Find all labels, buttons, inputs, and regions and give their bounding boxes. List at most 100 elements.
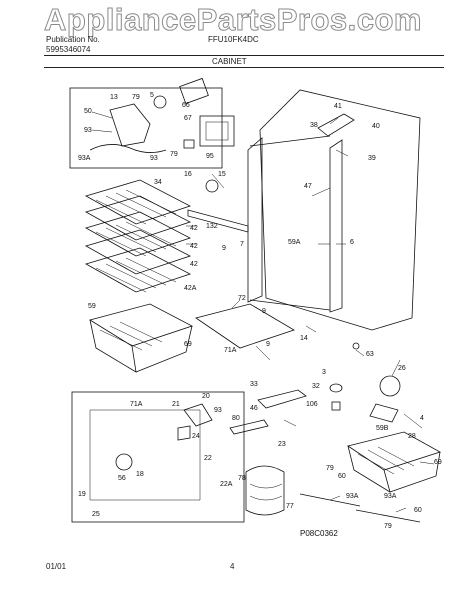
callout: 24 [192, 433, 200, 440]
callout: 79 [132, 94, 140, 101]
callout: 22A [220, 481, 233, 488]
callout: 47 [304, 183, 312, 190]
callout: 71A [130, 401, 143, 408]
header-rule-bottom [44, 67, 444, 68]
lamp-cover-part [379, 375, 401, 397]
basket-left-body [89, 319, 193, 373]
callout: 9 [262, 308, 266, 315]
callout: 77 [286, 503, 294, 510]
callout: 42 [190, 261, 198, 268]
header-rule-top [44, 55, 444, 56]
callout: 14 [300, 335, 308, 342]
callout: 46 [250, 405, 258, 412]
callout: 95 [206, 153, 214, 160]
callout: 42A [184, 285, 197, 292]
compressor-inset-box [71, 391, 245, 523]
callout: 93A [78, 155, 91, 162]
callout-labels: 13 50 79 5 66 67 93 95 79 93A 93 41 38 4… [78, 92, 442, 530]
callout: 34 [154, 179, 162, 186]
light-socket-part [205, 179, 219, 193]
callout: 42 [190, 225, 198, 232]
section-title: CABINET [212, 57, 247, 66]
cabinet-door-frame-right [329, 139, 343, 313]
fan-inset-box [69, 87, 223, 169]
callout: 67 [184, 115, 192, 122]
basket-support-right [355, 509, 421, 523]
callout: 40 [372, 123, 380, 130]
bottom-hinge-part [257, 389, 307, 409]
kickplate-part [195, 303, 295, 349]
callout: 32 [312, 383, 320, 390]
literature-bag-part [245, 465, 285, 516]
callout: 22 [204, 455, 212, 462]
overload-part [177, 425, 191, 441]
footer-page-number: 4 [230, 562, 235, 571]
model-number: FFU10FK4DC [208, 35, 259, 44]
callout: 28 [408, 433, 416, 440]
basket-right-body [347, 445, 441, 493]
callout: 23 [278, 441, 286, 448]
callout: 18 [136, 471, 144, 478]
fan-motor-part [179, 77, 209, 105]
callout: 25 [92, 511, 100, 518]
callout: 9 [266, 341, 270, 348]
callout: 39 [368, 155, 376, 162]
callout: 78 [238, 475, 246, 482]
publication-label: Publication No. [46, 35, 100, 44]
callout: 50 [84, 108, 92, 115]
callout: 33 [250, 381, 258, 388]
callout: 41 [334, 103, 342, 110]
callout: 60 [338, 473, 346, 480]
top-hinge-part [317, 113, 355, 137]
control-housing-part [199, 115, 235, 147]
callout: 5 [150, 92, 154, 99]
evaporator-cover-part [109, 103, 151, 147]
basket-right-wires [357, 446, 415, 475]
callout: 106 [306, 401, 318, 408]
screw-part [352, 342, 360, 350]
callout: 79 [384, 523, 392, 530]
cabinet-door-frame-left [247, 137, 263, 303]
callout: 6 [350, 239, 354, 246]
callout: 59B [376, 425, 389, 432]
fan-blade-part [153, 95, 167, 109]
callout: 59A [288, 239, 301, 246]
footer-date: 01/01 [46, 562, 67, 571]
callout: 13 [110, 94, 118, 101]
basket-left-wires [99, 321, 163, 351]
watermark-logo: AppliancePartsPros.com [44, 2, 422, 38]
relay-part [115, 453, 133, 471]
callout: 132 [206, 223, 218, 230]
cabinet-frame-rails [249, 135, 331, 311]
leveling-leg-part [329, 383, 343, 393]
callout: 15 [218, 171, 226, 178]
control-panel-inner [205, 121, 229, 141]
publication-number: 5995346074 [46, 45, 91, 54]
cabinet-shell [259, 89, 421, 331]
cam-part [331, 401, 341, 411]
callout: 21 [172, 401, 180, 408]
callout: 16 [184, 171, 192, 178]
basket-left-top [89, 303, 194, 347]
figure-code: P08C0362 [300, 529, 338, 538]
thermostat-part [183, 139, 195, 149]
callout: 42 [190, 243, 198, 250]
callout: 26 [398, 365, 406, 372]
leader-lines [91, 111, 435, 513]
callout: 93 [214, 407, 222, 414]
shelf-support-bar [187, 209, 249, 233]
callout: 69 [184, 341, 192, 348]
compressor-plate [89, 409, 201, 501]
callout: 93A [346, 493, 359, 500]
callout: 63 [366, 351, 374, 358]
lamp-bracket-part [369, 403, 399, 423]
callout: 20 [202, 393, 210, 400]
callout: 71A [224, 347, 237, 354]
callout: 72 [238, 295, 246, 302]
callout: 93 [84, 127, 92, 134]
callout: 80 [232, 415, 240, 422]
callout: 66 [182, 102, 190, 109]
callout: 38 [310, 122, 318, 129]
callout: 79 [170, 151, 178, 158]
